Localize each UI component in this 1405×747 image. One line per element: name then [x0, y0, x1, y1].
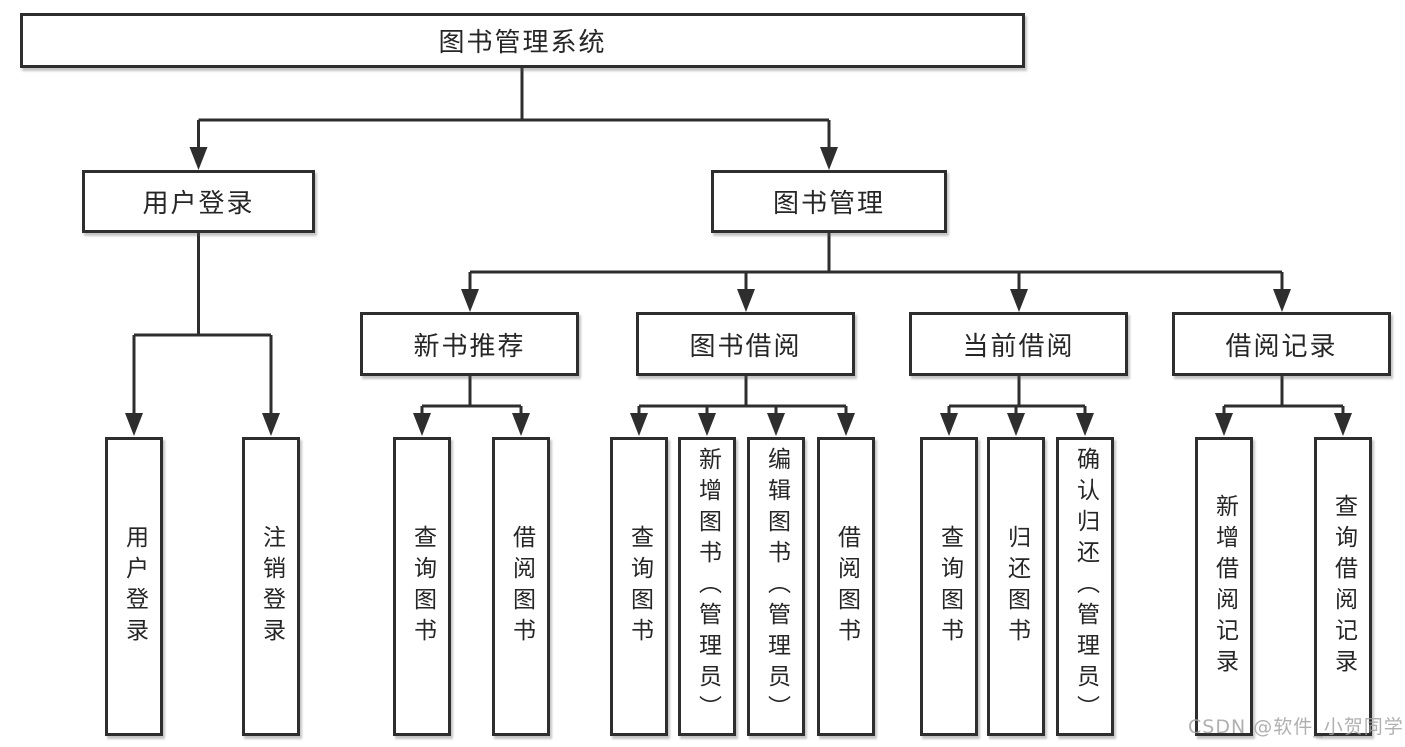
node-book-borrowing: 图书借阅	[636, 312, 855, 376]
leaf-confirm-return-admin-label: 确认归还（管理员）	[1072, 447, 1099, 726]
leaf-borrow-books-recommend-label: 借阅图书	[508, 524, 535, 649]
leaf-query-books-borrowing: 查询图书	[610, 437, 668, 736]
node-user-login: 用户登录	[82, 170, 315, 233]
leaf-query-books-borrowing-label: 查询图书	[626, 524, 653, 649]
leaf-borrow-books-borrowing-label: 借阅图书	[833, 524, 860, 649]
node-user-login-label: 用户登录	[142, 189, 255, 219]
node-new-book-recommend: 新书推荐	[360, 312, 579, 376]
node-borrowing-records: 借阅记录	[1172, 312, 1391, 376]
leaf-query-books-recommend-label: 查询图书	[409, 524, 436, 649]
node-borrowing-records-label: 借阅记录	[1225, 331, 1338, 362]
leaf-query-books-current-label: 查询图书	[936, 524, 963, 649]
leaf-logout-label: 注销登录	[258, 524, 285, 649]
leaf-confirm-return-admin: 确认归还（管理员）	[1056, 437, 1114, 736]
node-new-book-recommend-label: 新书推荐	[413, 331, 526, 362]
leaf-edit-book-admin-label: 编辑图书（管理员）	[763, 447, 790, 726]
leaf-query-books-current: 查询图书	[920, 437, 978, 736]
node-book-management-label: 图书管理	[772, 189, 885, 219]
leaf-query-books-recommend: 查询图书	[393, 437, 451, 736]
node-root: 图书管理系统	[20, 13, 1025, 68]
leaf-add-book-admin-label: 新增图书（管理员）	[694, 447, 721, 726]
leaf-borrow-books-recommend: 借阅图书	[492, 437, 550, 736]
leaf-logout: 注销登录	[242, 437, 300, 736]
leaf-edit-book-admin: 编辑图书（管理员）	[747, 437, 805, 736]
node-root-label: 图书管理系统	[438, 28, 607, 58]
node-current-borrowing: 当前借阅	[909, 312, 1128, 376]
node-book-management: 图书管理	[711, 170, 947, 233]
leaf-return-books: 归还图书	[987, 437, 1045, 736]
leaf-borrow-books-borrowing: 借阅图书	[817, 437, 875, 736]
node-current-borrowing-label: 当前借阅	[962, 331, 1075, 362]
leaf-query-borrow-record: 查询借阅记录	[1314, 437, 1372, 736]
leaf-add-book-admin: 新增图书（管理员）	[678, 437, 736, 736]
leaf-user-login-label: 用户登录	[121, 524, 148, 649]
node-book-borrowing-label: 图书借阅	[689, 331, 802, 362]
leaf-user-login: 用户登录	[105, 437, 163, 736]
leaf-add-borrow-record: 新增借阅记录	[1195, 437, 1253, 736]
leaf-query-borrow-record-label: 查询借阅记录	[1330, 493, 1357, 680]
leaf-add-borrow-record-label: 新增借阅记录	[1211, 493, 1238, 680]
csdn-watermark: CSDN @软件_小贺同学	[1188, 716, 1404, 738]
leaf-return-books-label: 归还图书	[1003, 524, 1030, 649]
